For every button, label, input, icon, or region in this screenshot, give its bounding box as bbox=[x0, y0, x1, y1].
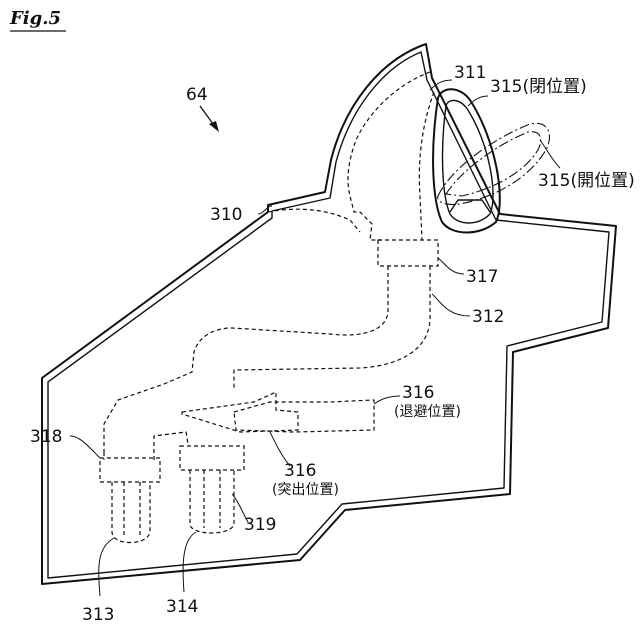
label-316-protruded-text: (突出位置) bbox=[272, 482, 339, 498]
arrow-64 bbox=[200, 106, 219, 132]
stopper-316-retracted bbox=[234, 400, 374, 432]
passage-312-upper-shoulder bbox=[268, 209, 360, 232]
tube-314 bbox=[190, 470, 234, 533]
passage-311-right-wall bbox=[419, 92, 434, 240]
label-310: 310 bbox=[210, 205, 242, 225]
leader-312 bbox=[432, 294, 470, 316]
leader-313 bbox=[99, 538, 114, 596]
label-64: 64 bbox=[186, 85, 208, 105]
connector-318 bbox=[100, 458, 160, 482]
label-315-open: 315(開位置) bbox=[538, 171, 635, 191]
leader-316-retracted bbox=[374, 396, 400, 404]
label-316-retracted-num: 316 bbox=[402, 383, 434, 403]
leader-317 bbox=[438, 258, 464, 274]
label-316-protruded-num: 316 bbox=[284, 461, 316, 481]
leader-318 bbox=[70, 436, 100, 458]
passage-312-lower-right bbox=[234, 266, 430, 388]
label-316-retracted-text: (退避位置) bbox=[394, 404, 461, 420]
connector-319 bbox=[180, 446, 244, 470]
tube-left-upper bbox=[104, 432, 188, 460]
leader-310 bbox=[258, 206, 272, 214]
joint-317 bbox=[378, 240, 438, 266]
label-312: 312 bbox=[472, 307, 504, 327]
label-313: 313 bbox=[82, 605, 114, 625]
figure-title: Fig.5 bbox=[9, 8, 61, 29]
tube-313 bbox=[112, 482, 150, 543]
label-318: 318 bbox=[30, 427, 62, 447]
leader-314 bbox=[183, 532, 196, 592]
label-314: 314 bbox=[166, 597, 198, 617]
passage-312-lower bbox=[104, 266, 388, 452]
stopper-316-protruded bbox=[182, 392, 298, 432]
label-317: 317 bbox=[466, 267, 498, 287]
housing-inner-outline bbox=[48, 52, 609, 578]
housing-outer-outline bbox=[42, 44, 616, 584]
label-311: 311 bbox=[454, 63, 486, 83]
label-315-closed: 315(閉位置) bbox=[490, 77, 587, 97]
label-319: 319 bbox=[244, 515, 276, 535]
